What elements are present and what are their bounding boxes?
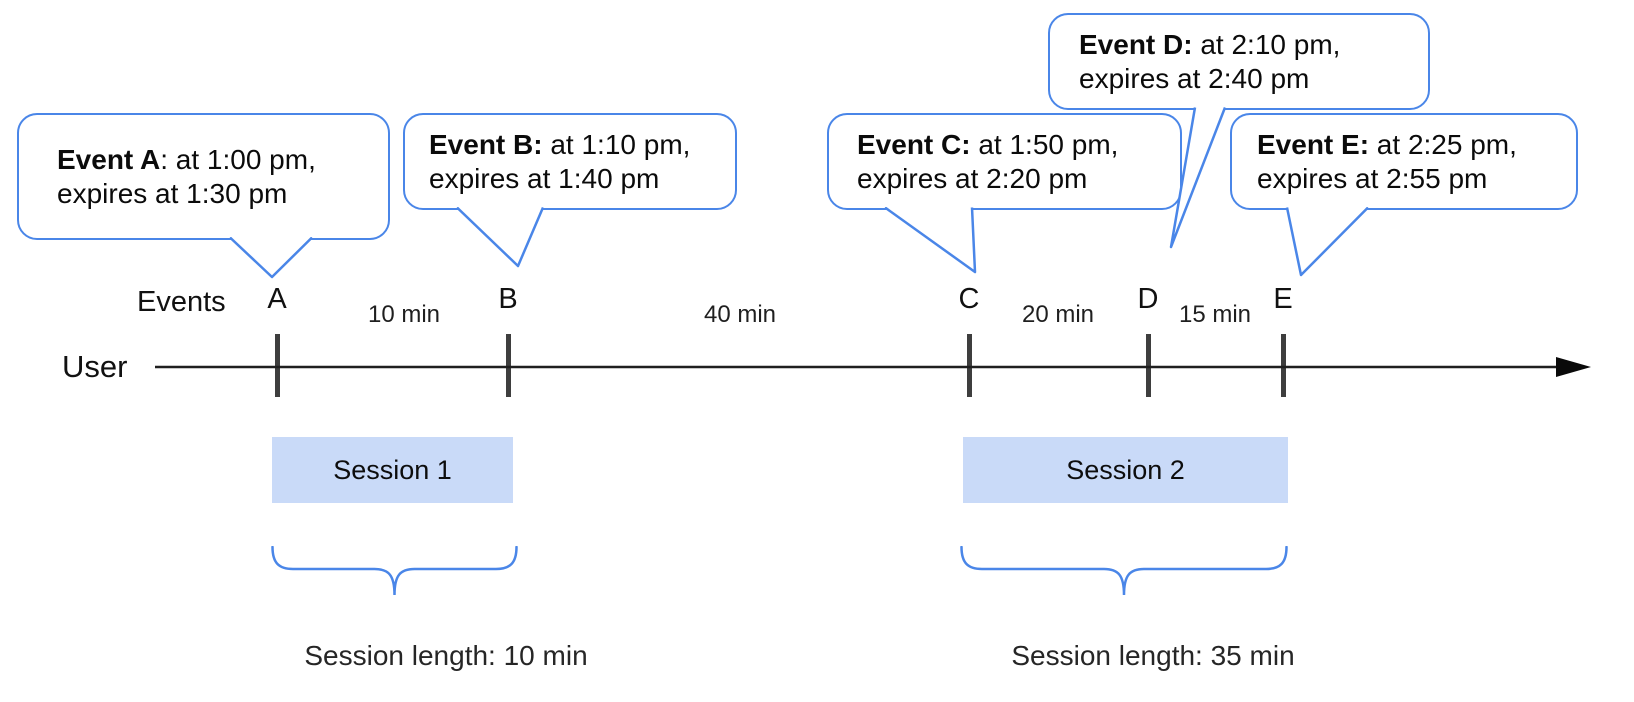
tick-label-c: C bbox=[958, 283, 980, 315]
event-e-time: at 2:25 pm, bbox=[1369, 128, 1517, 160]
events-label: Events bbox=[137, 286, 226, 318]
session-1-underbrace bbox=[271, 546, 518, 596]
event-a-line1: Event A: at 1:00 pm, bbox=[57, 143, 388, 177]
tick-label-e: E bbox=[1273, 283, 1293, 315]
bubble-tail-a bbox=[229, 237, 313, 279]
event-d-line1: Event D: at 2:10 pm, bbox=[1079, 28, 1428, 62]
bubble-tail-c bbox=[884, 207, 977, 274]
event-e-title: Event E: bbox=[1257, 128, 1370, 160]
interval-b-c: 40 min bbox=[703, 301, 777, 328]
session-1-box: Session 1 bbox=[272, 437, 513, 503]
user-label: User bbox=[62, 349, 128, 384]
event-b-time: at 1:10 pm, bbox=[542, 128, 691, 160]
bubble-tail-b bbox=[456, 207, 545, 268]
event-d-title: Event D: bbox=[1079, 28, 1193, 60]
event-b-bubble: Event B: at 1:10 pm, expires at 1:40 pm bbox=[403, 113, 737, 210]
event-a-title: Event A bbox=[57, 143, 161, 175]
session-1-length-label: Session length: 10 min bbox=[304, 640, 588, 671]
event-b-line1: Event B: at 1:10 pm, bbox=[429, 128, 735, 162]
session-2-label: Session 2 bbox=[1066, 454, 1185, 485]
event-e-line2: expires at 2:55 pm bbox=[1257, 162, 1488, 194]
interval-c-d: 20 min bbox=[1021, 301, 1095, 328]
event-c-bubble: Event C: at 1:50 pm, expires at 2:20 pm bbox=[827, 113, 1182, 210]
event-c-line2: expires at 2:20 pm bbox=[857, 162, 1088, 194]
session-2-box: Session 2 bbox=[963, 437, 1288, 503]
tick-b bbox=[506, 334, 511, 397]
event-c-time: at 1:50 pm, bbox=[970, 128, 1119, 160]
event-c-title: Event C: bbox=[857, 128, 971, 160]
tick-e bbox=[1281, 334, 1286, 397]
bubble-tail-d bbox=[1169, 107, 1227, 249]
event-e-bubble: Event E: at 2:25 pm, expires at 2:55 pm bbox=[1230, 113, 1578, 210]
bubble-tail-e bbox=[1285, 207, 1369, 277]
timeline-axis bbox=[155, 357, 1591, 377]
session-2-length-label: Session length: 35 min bbox=[1011, 640, 1295, 671]
tick-label-b: B bbox=[498, 283, 518, 315]
interval-a-b: 10 min bbox=[367, 301, 441, 328]
event-b-line2: expires at 1:40 pm bbox=[429, 162, 660, 194]
tick-label-a: A bbox=[267, 283, 287, 315]
event-c-line1: Event C: at 1:50 pm, bbox=[857, 128, 1180, 162]
event-b-title: Event B: bbox=[429, 128, 543, 160]
session-1-label: Session 1 bbox=[333, 454, 452, 485]
tick-a bbox=[275, 334, 280, 397]
event-a-bubble: Event A: at 1:00 pm, expires at 1:30 pm bbox=[17, 113, 390, 240]
event-e-line1: Event E: at 2:25 pm, bbox=[1257, 128, 1576, 162]
session-2-underbrace bbox=[960, 546, 1288, 596]
event-d-line2: expires at 2:40 pm bbox=[1079, 62, 1310, 94]
interval-d-e: 15 min bbox=[1178, 301, 1252, 328]
event-a-line2: expires at 1:30 pm bbox=[57, 177, 288, 209]
tick-d bbox=[1146, 334, 1151, 397]
arrowhead-icon bbox=[1556, 357, 1591, 377]
tick-label-d: D bbox=[1137, 283, 1159, 315]
event-d-time: at 2:10 pm, bbox=[1192, 28, 1341, 60]
event-d-bubble: Event D: at 2:10 pm, expires at 2:40 pm bbox=[1048, 13, 1430, 110]
tick-c bbox=[967, 334, 972, 397]
event-a-time: : at 1:00 pm, bbox=[160, 143, 316, 175]
